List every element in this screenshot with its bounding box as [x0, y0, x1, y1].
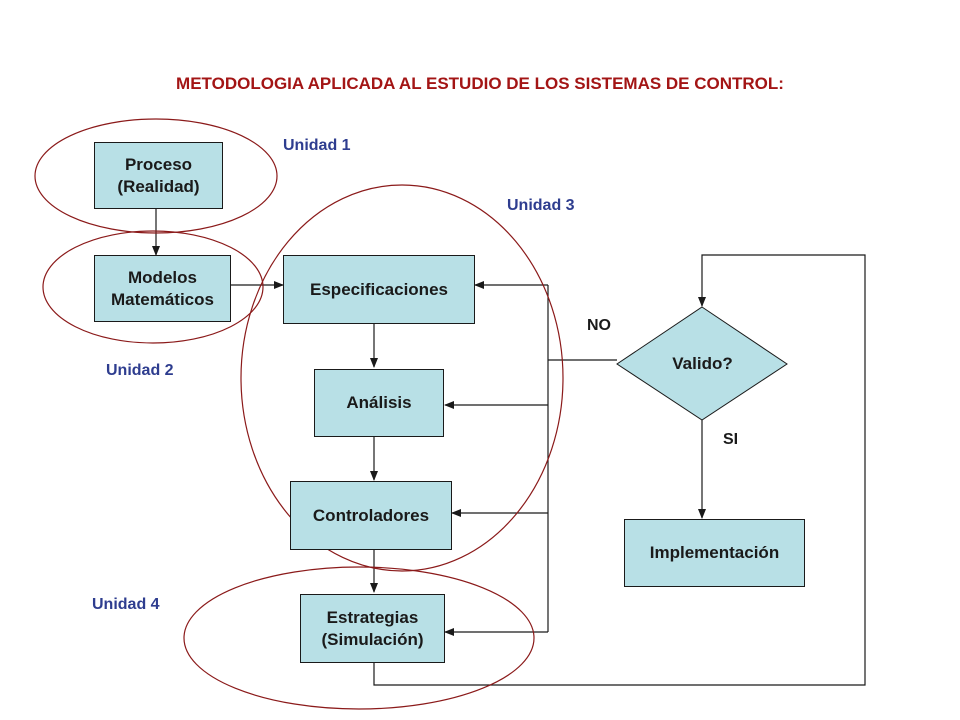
node-proceso: Proceso (Realidad)	[94, 142, 223, 209]
node-analisis-label: Análisis	[346, 393, 412, 412]
node-valido-label: Valido?	[672, 354, 733, 373]
node-controladores: Controladores	[290, 481, 452, 550]
unit4-label: Unidad 4	[92, 596, 160, 613]
page-title: METODOLOGIA APLICADA AL ESTUDIO DE LOS S…	[176, 74, 784, 93]
unit3-label: Unidad 3	[507, 197, 575, 214]
node-proceso-line1: Proceso	[124, 154, 193, 174]
node-estrategias-line1: Estrategias	[326, 607, 419, 627]
unit1-label: Unidad 1	[283, 137, 351, 154]
edge-label-no: NO	[587, 317, 611, 334]
valido-diamond	[616, 306, 788, 421]
node-analisis: Análisis	[314, 369, 444, 437]
node-implementacion-label: Implementación	[649, 543, 780, 562]
node-estrategias: Estrategias (Simulación)	[300, 594, 445, 663]
unit2-ellipse	[42, 230, 264, 344]
node-estrategias-line2: (Simulación)	[321, 629, 424, 649]
node-controladores-label: Controladores	[312, 505, 430, 525]
edge-estrategias-valido-loop	[373, 254, 866, 686]
unit1-ellipse	[34, 118, 278, 234]
unit3-ellipse	[240, 184, 564, 572]
node-especificaciones: Especificaciones	[283, 255, 475, 324]
unit4-ellipse	[183, 566, 535, 710]
node-modelos-line1: Modelos	[128, 267, 197, 287]
node-proceso-line2: (Realidad)	[117, 176, 200, 196]
node-especificaciones-label: Especificaciones	[310, 279, 448, 299]
edge-label-si: SI	[723, 431, 739, 448]
node-modelos: Modelos Matemáticos	[94, 255, 231, 322]
node-modelos-line2: Matemáticos	[111, 289, 214, 309]
node-implementacion: Implementación	[624, 519, 805, 587]
unit2-label: Unidad 2	[106, 362, 174, 379]
